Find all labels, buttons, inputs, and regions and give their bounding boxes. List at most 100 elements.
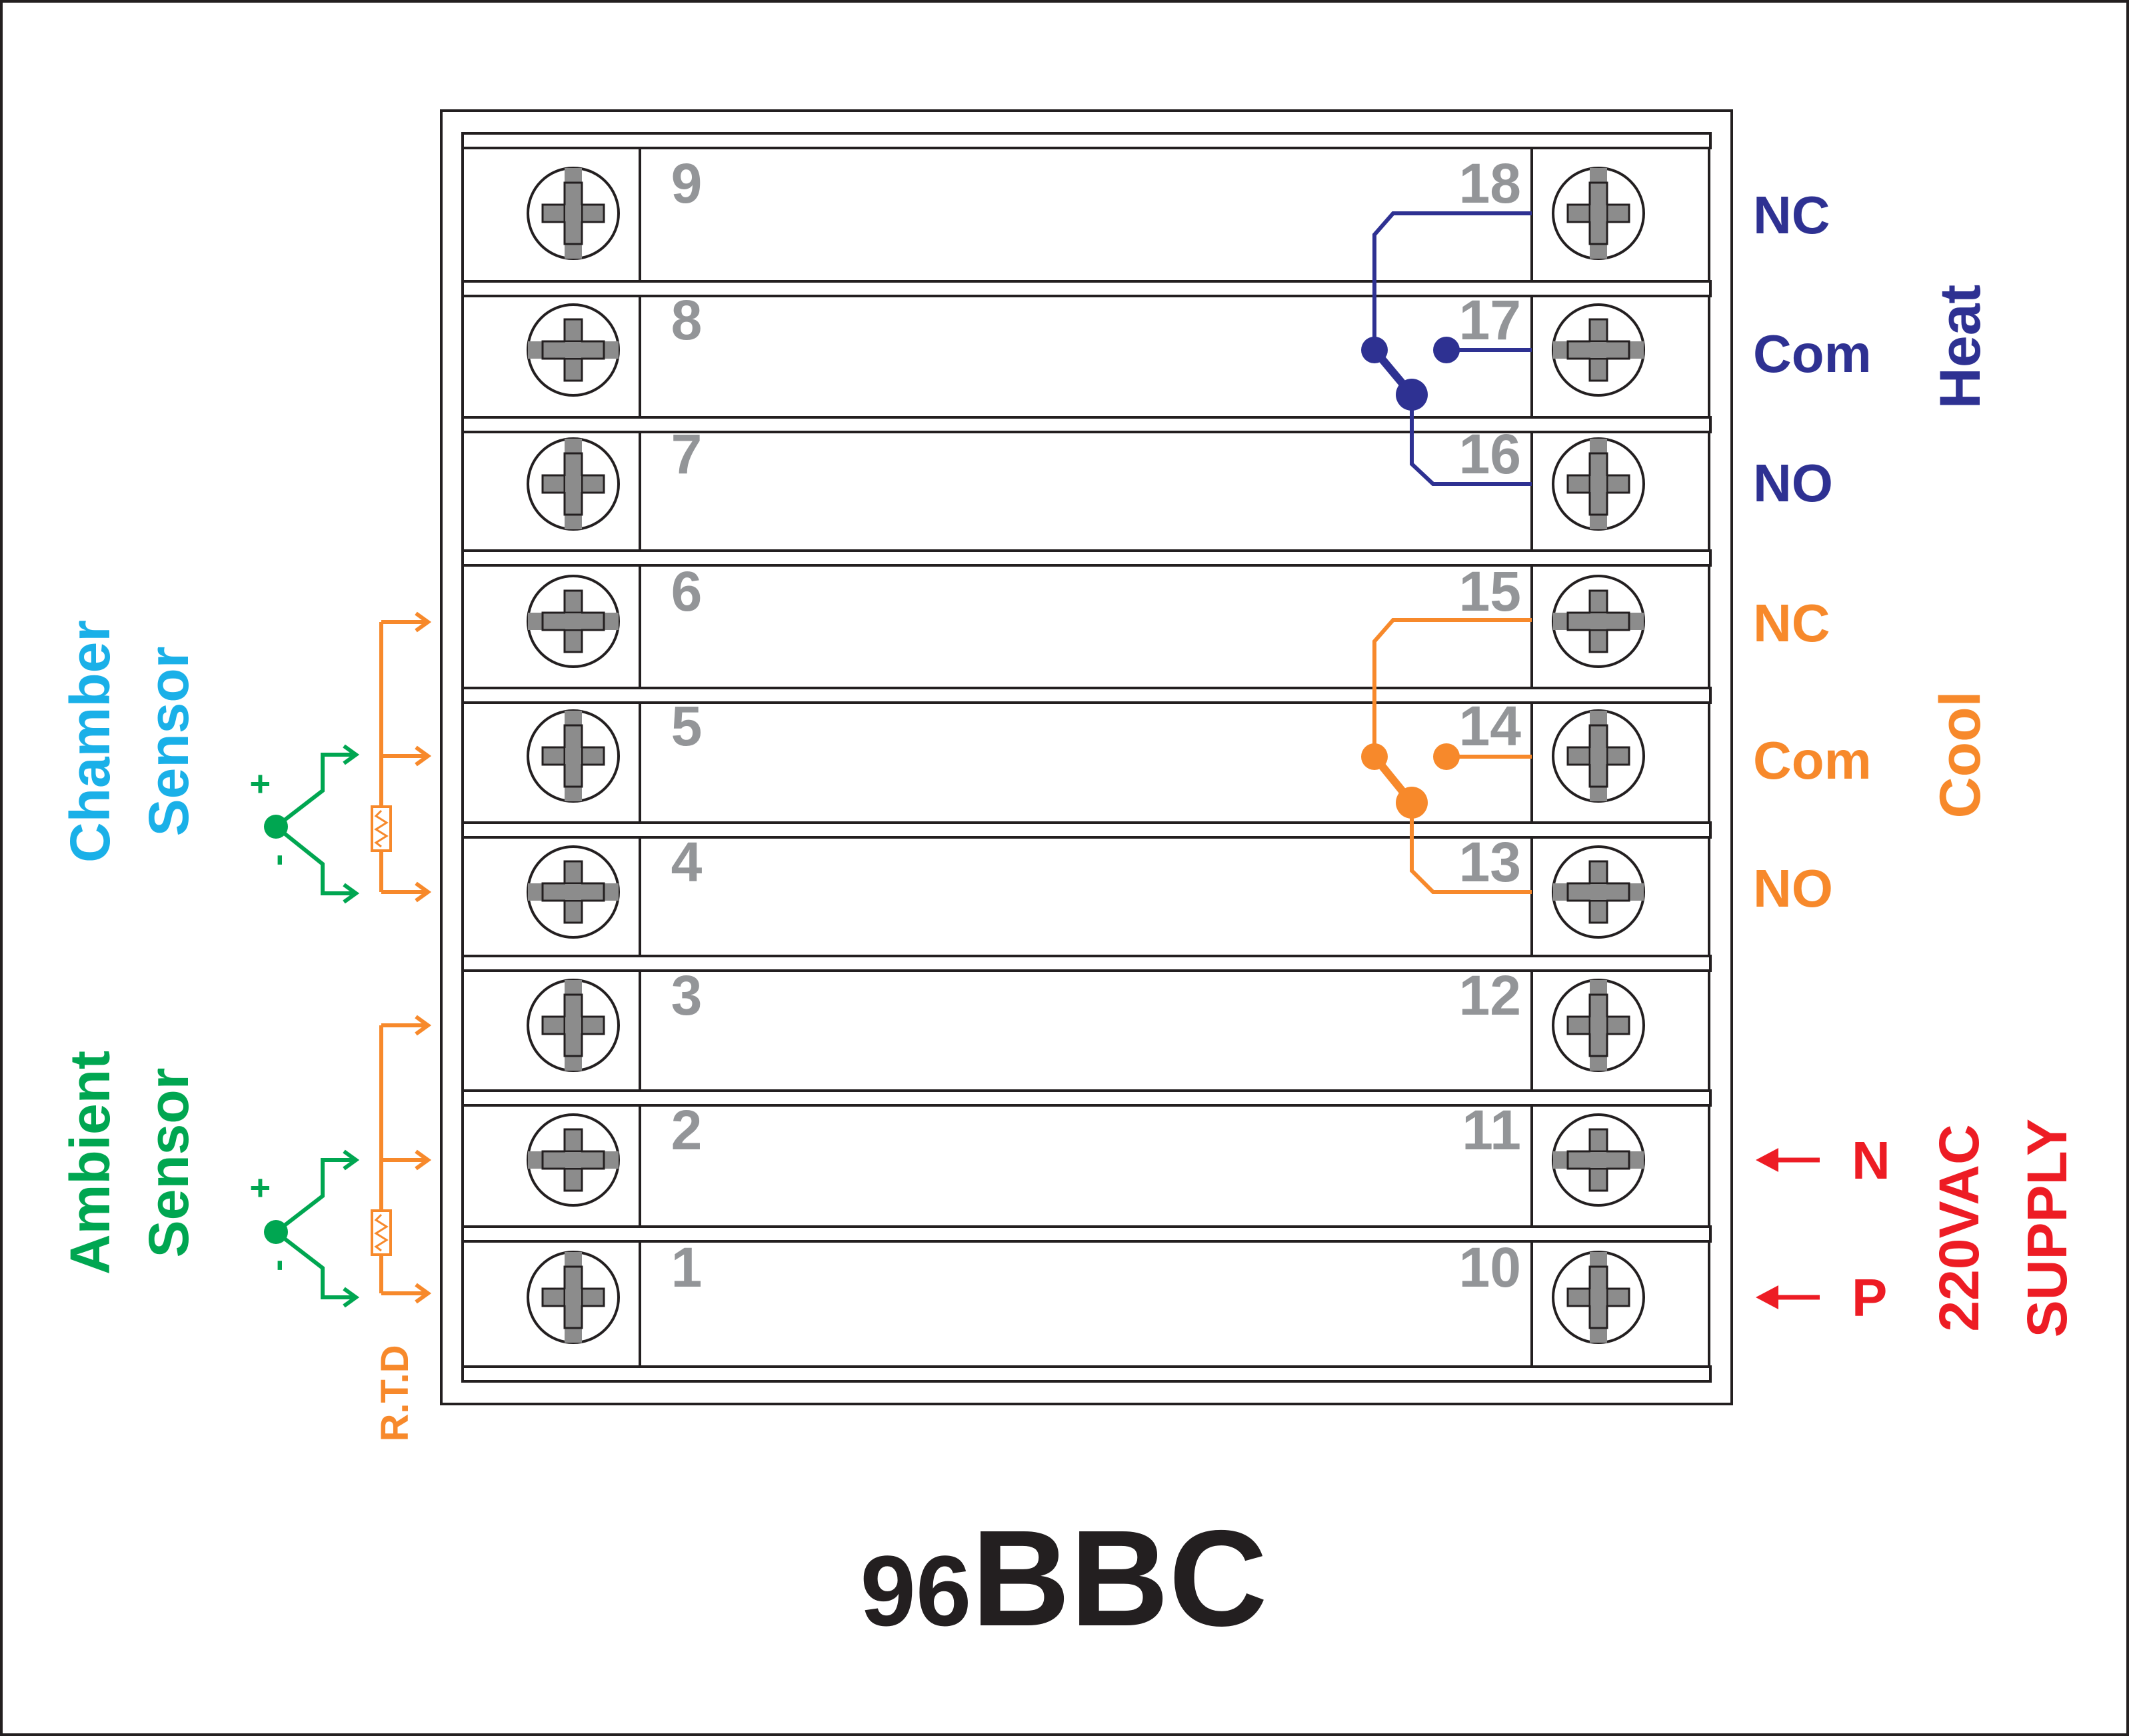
screw-icon xyxy=(1552,709,1645,803)
tc-junction xyxy=(264,1220,288,1244)
separator-bar xyxy=(461,1225,1712,1243)
tc-upper-lead xyxy=(275,753,355,829)
terminal-17[interactable]: 17 xyxy=(1459,289,1710,419)
terminal-10[interactable]: 10 xyxy=(1459,1236,1710,1368)
terminal-9[interactable]: 9 xyxy=(461,147,703,283)
terminal-6[interactable]: 6 xyxy=(461,560,703,689)
screw-center xyxy=(1590,205,1606,221)
terminal-number-13: 13 xyxy=(1459,831,1521,893)
separator-bar xyxy=(461,549,1712,567)
terminal-7[interactable]: 7 xyxy=(461,423,702,552)
chamber-sensor-label-line2: Sensor xyxy=(137,647,200,837)
screw-icon xyxy=(527,167,620,260)
screw-icon xyxy=(527,437,620,531)
heat-nc-contact xyxy=(1361,337,1388,363)
terminal-number-1: 1 xyxy=(671,1236,703,1299)
chamber-thermocouple xyxy=(264,744,360,904)
model-title: 96BBC xyxy=(861,1502,1268,1655)
terminal-number-9: 9 xyxy=(671,152,703,215)
terminal-13[interactable]: 13 xyxy=(1459,831,1710,957)
screw-icon xyxy=(1552,1113,1645,1207)
ambient-rtd-wiring xyxy=(371,1015,432,1304)
heat-relay-wiring xyxy=(1361,211,1532,486)
supply-p-label: P xyxy=(1852,1268,1887,1327)
terminal-18[interactable]: 18 xyxy=(1459,147,1710,283)
chamber-tc-minus: - xyxy=(257,854,297,866)
terminal-number-15: 15 xyxy=(1459,560,1521,623)
terminal-number-18: 18 xyxy=(1459,152,1521,215)
screw-icon xyxy=(527,979,620,1072)
screw-center xyxy=(565,1289,581,1305)
terminal-3[interactable]: 3 xyxy=(461,964,702,1092)
cool-com-contact xyxy=(1433,743,1460,770)
terminal-15[interactable]: 15 xyxy=(1459,560,1710,689)
screw-icon xyxy=(527,1251,620,1344)
resistor-zigzag xyxy=(374,1213,389,1252)
supply-title-label: SUPPLY xyxy=(2016,1119,2078,1337)
supply-voltage-label: 220VAC xyxy=(1928,1124,1990,1331)
screw-center xyxy=(1590,1152,1606,1168)
cool-relay-wiring xyxy=(1361,618,1532,894)
chamber-sensor-label-line1: Chamber xyxy=(59,620,121,863)
separator-bar xyxy=(461,821,1712,839)
cool-com-label: Com xyxy=(1753,731,1872,790)
left-terminal-strip: 9 87 6 5 4 3 2 1 xyxy=(461,147,703,1368)
arrow-head xyxy=(343,1149,360,1171)
terminal-12[interactable]: 12 xyxy=(1459,964,1710,1092)
supply-wiring xyxy=(1756,1148,1820,1309)
screw-icon xyxy=(1552,845,1645,939)
ambient-tc-plus: + xyxy=(240,1177,280,1199)
terminal-16[interactable]: 16 xyxy=(1459,423,1710,552)
arrow-head xyxy=(415,881,432,903)
terminal-number-6: 6 xyxy=(671,560,703,623)
terminal-number-17: 17 xyxy=(1459,289,1521,351)
terminal-14[interactable]: 14 xyxy=(1459,695,1710,824)
terminal-number-2: 2 xyxy=(671,1099,703,1161)
heat-nc-label: NC xyxy=(1753,185,1830,245)
cool-nc-label: NC xyxy=(1753,593,1830,653)
screw-icon xyxy=(1552,437,1645,531)
heat-no-label: NO xyxy=(1753,453,1833,513)
terminal-1[interactable]: 1 xyxy=(461,1236,703,1368)
screw-center xyxy=(565,613,581,629)
heat-com-contact xyxy=(1433,337,1460,363)
screw-center xyxy=(1590,748,1606,764)
arrow-head xyxy=(415,1283,432,1304)
separator-bar xyxy=(461,1089,1712,1107)
terminal-4[interactable]: 4 xyxy=(461,831,703,957)
terminal-number-4: 4 xyxy=(671,831,703,893)
terminal-11[interactable]: 11 xyxy=(1462,1099,1710,1228)
tc-upper-lead xyxy=(275,1158,355,1234)
terminal-number-12: 12 xyxy=(1459,964,1521,1027)
model-prefix: 96 xyxy=(861,1535,972,1647)
terminal-5[interactable]: 5 xyxy=(461,695,703,824)
screw-center xyxy=(565,1017,581,1033)
screw-center xyxy=(565,1152,581,1168)
ambient-sensor-label-line1: Ambient xyxy=(59,1051,121,1275)
terminal-number-5: 5 xyxy=(671,695,703,757)
screw-center xyxy=(565,342,581,358)
cool-group-label: Cool xyxy=(1928,691,1992,818)
terminal-number-14: 14 xyxy=(1459,695,1522,757)
cool-no-label: NO xyxy=(1753,859,1833,918)
terminal-number-10: 10 xyxy=(1459,1236,1521,1299)
ambient-rtd-resistor xyxy=(371,1209,392,1256)
screw-center xyxy=(565,748,581,764)
separator-bar xyxy=(461,955,1712,972)
terminal-8[interactable]: 8 xyxy=(461,289,702,419)
separator-bar xyxy=(461,416,1712,433)
screw-icon xyxy=(1552,575,1645,668)
heat-nc-wire xyxy=(1372,211,1532,350)
arrow-head xyxy=(415,611,432,633)
ambient-tc-minus: - xyxy=(257,1259,297,1271)
screw-center xyxy=(1590,342,1606,358)
tc-junction xyxy=(264,815,288,839)
terminal-2[interactable]: 2 xyxy=(461,1099,703,1228)
arrow-head xyxy=(343,1287,360,1308)
chamber-sensor-wiring xyxy=(264,611,432,904)
arrow-head xyxy=(343,744,360,765)
ambient-sensor-wiring xyxy=(264,1015,432,1308)
heat-group-label: Heat xyxy=(1928,285,1992,409)
supply-n-label: N xyxy=(1852,1131,1890,1190)
arrow-head xyxy=(415,1015,432,1036)
